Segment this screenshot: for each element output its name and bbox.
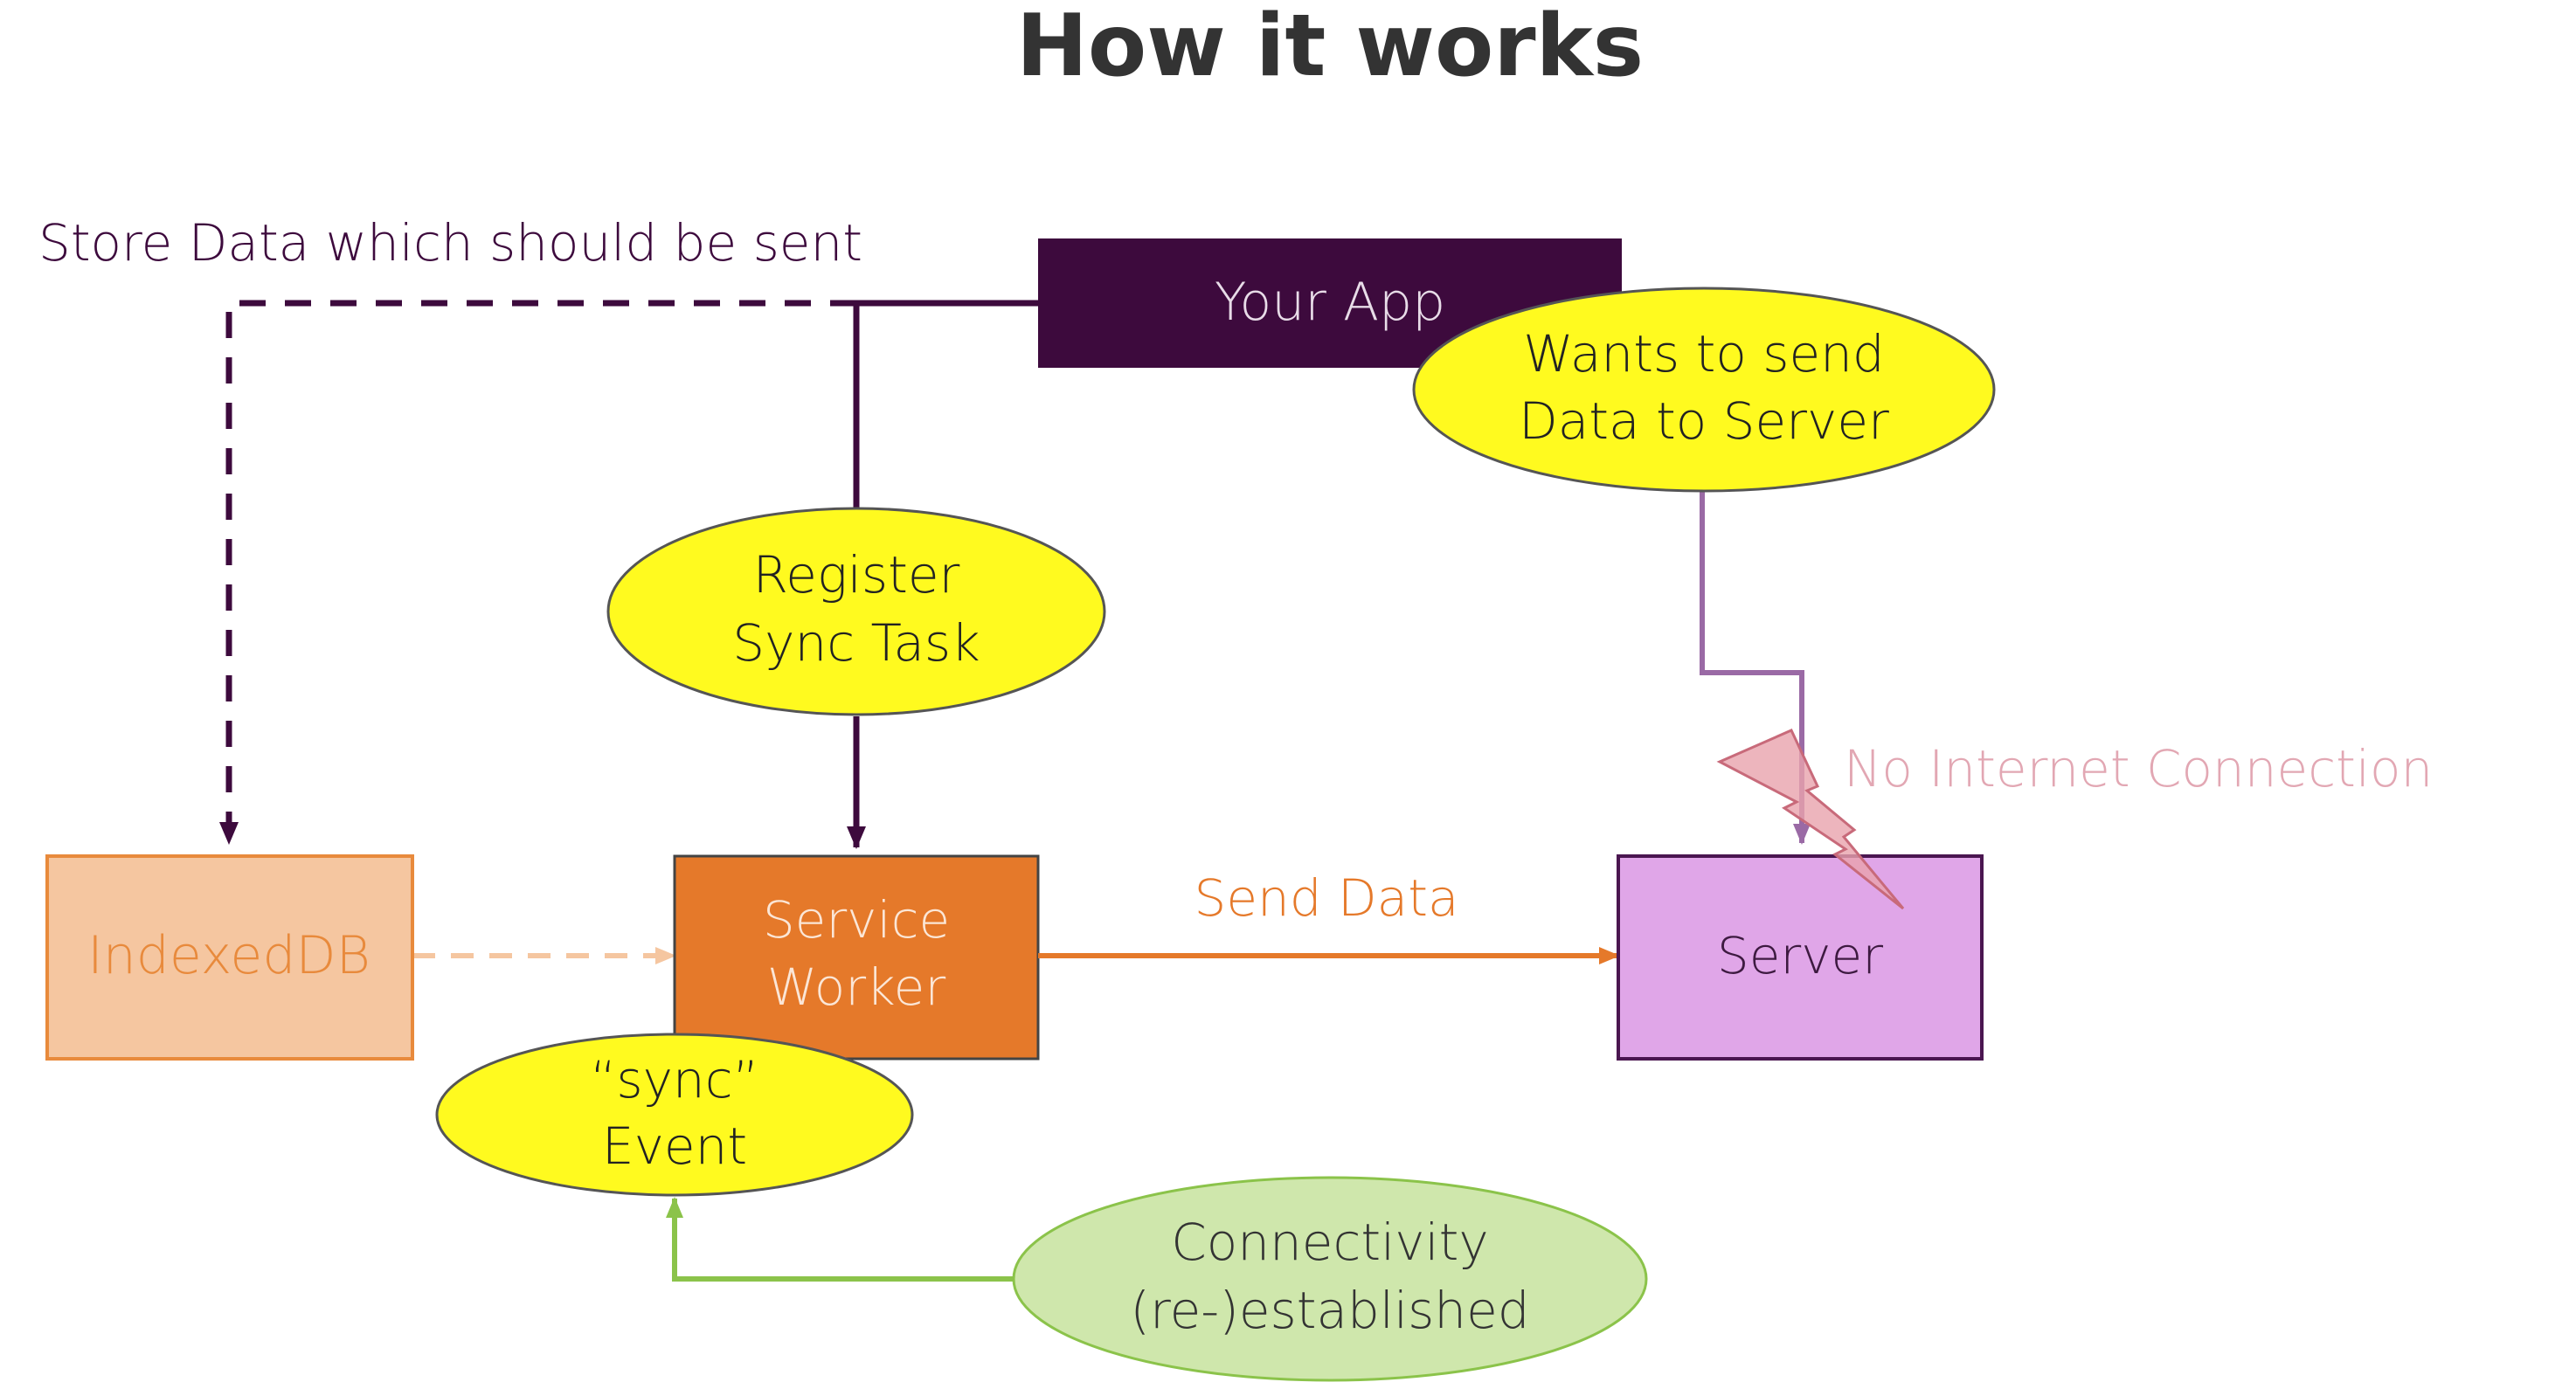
register-line2: Sync Task: [732, 613, 980, 673]
connectivity-bubble: [1012, 1176, 1648, 1382]
wants-to-send-bubble: [1412, 287, 1996, 493]
server-label: Server: [1717, 926, 1883, 985]
wants-line2: Data to Server: [1519, 391, 1889, 451]
server-box: [1617, 854, 1984, 1061]
app-to-register-edge: [853, 300, 1040, 515]
lightning-bolt-icon: [1716, 729, 1905, 910]
conn-line2: (re-)established: [1130, 1281, 1529, 1340]
conn-line1: Connectivity: [1171, 1213, 1488, 1272]
wants-line1: Wants to send: [1523, 324, 1884, 384]
sync-line2: Event: [602, 1116, 747, 1176]
no-internet-label: No Internet Connection: [1844, 739, 2433, 798]
indexeddb-label: IndexedDB: [87, 925, 370, 986]
sw-line1: Service: [763, 890, 950, 950]
sync-event-bubble: [435, 1033, 914, 1197]
store-data-label: Store Data which should be sent: [38, 213, 862, 273]
connectivity-to-sync-edge: [666, 1197, 1014, 1282]
diagram-title: How it works: [1016, 0, 1644, 96]
register-sync-bubble: [606, 507, 1106, 716]
sync-line1: “sync”: [590, 1050, 758, 1109]
sw-line2: Worker: [767, 957, 945, 1017]
send-data-label: Send Data: [1195, 868, 1459, 928]
your-app-label: Your App: [1215, 272, 1445, 333]
register-line1: Register: [753, 545, 960, 605]
indexeddb-box: [45, 854, 414, 1061]
